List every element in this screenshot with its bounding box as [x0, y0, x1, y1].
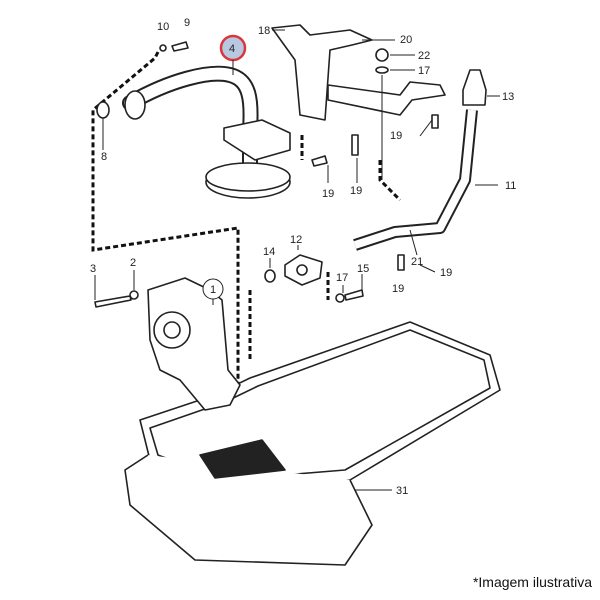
assembly-line-left: [91, 51, 240, 400]
label-19-b: 19: [322, 188, 334, 200]
label-2: 2: [130, 257, 136, 269]
label-19-e: 19: [440, 267, 452, 279]
label-19-c: 19: [350, 185, 362, 197]
label-17: 17: [418, 65, 430, 77]
label-17-b: 17: [336, 272, 348, 284]
label-11: 11: [505, 180, 516, 192]
oil-pump: [147, 277, 241, 411]
label-18: 18: [258, 25, 270, 37]
label-12: 12: [290, 234, 302, 246]
label-19-d: 19: [392, 283, 404, 295]
label-20: 20: [400, 34, 412, 46]
label-1: 1: [210, 284, 216, 296]
illustrative-image-note: *Imagem ilustrativa: [472, 574, 592, 590]
label-31: 31: [396, 485, 408, 497]
label-15: 15: [357, 263, 369, 275]
pickup-pipe: [122, 65, 291, 199]
label-19-a: 19: [390, 130, 402, 142]
label-8: 8: [101, 151, 107, 163]
bracket: [271, 24, 446, 121]
label-4[interactable]: 4: [229, 43, 235, 55]
label-10: 10: [157, 21, 169, 33]
label-9: 9: [184, 17, 190, 29]
assembly-line-pump: [248, 272, 330, 360]
label-14: 14: [263, 246, 275, 258]
label-3: 3: [90, 263, 96, 275]
label-22: 22: [418, 50, 430, 62]
assembly-line-bracket: [300, 135, 402, 202]
label-21: 21: [411, 256, 423, 268]
oil-pan: [124, 321, 501, 566]
label-13: 13: [502, 91, 514, 103]
